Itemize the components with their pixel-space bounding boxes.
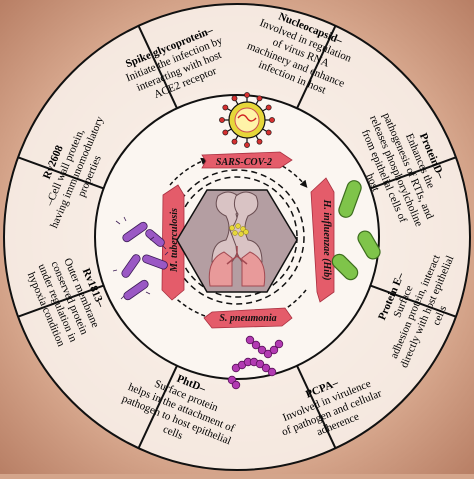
m-tuberculosis-bacteria-icon	[112, 216, 169, 301]
sars-cov-2-banner	[201, 151, 293, 169]
ring-divider	[370, 284, 457, 318]
ring-divider	[370, 156, 457, 190]
pathogen-s-pneumonia: S. pneumonia	[219, 313, 276, 324]
h-influenzae-bacteria-icon	[331, 180, 381, 281]
ring-divider	[137, 365, 178, 449]
sars-cov-2-virus-icon	[219, 92, 275, 148]
pathogen-h-influenzae: H. influenzae (Hib)	[321, 199, 332, 281]
s-pneumonia-banner	[203, 307, 293, 329]
m-tuberculosis-banner	[161, 184, 185, 301]
ring-divider	[17, 284, 104, 318]
pathogen-m-tuberculosis: M. tuberculosis	[169, 208, 180, 273]
ring-divider	[17, 156, 104, 190]
ring-divider	[137, 25, 178, 109]
s-pneumonia-bacteria-icon	[227, 335, 284, 390]
pathogen-sars-cov-2: SARS-COV-2	[216, 157, 272, 168]
h-influenzae-banner	[310, 177, 335, 303]
center-illustration	[176, 189, 298, 293]
inner-dashed-ring	[176, 176, 298, 298]
ring-divider	[296, 25, 337, 109]
ring-dividers	[17, 25, 457, 449]
ring-divider	[296, 365, 337, 449]
